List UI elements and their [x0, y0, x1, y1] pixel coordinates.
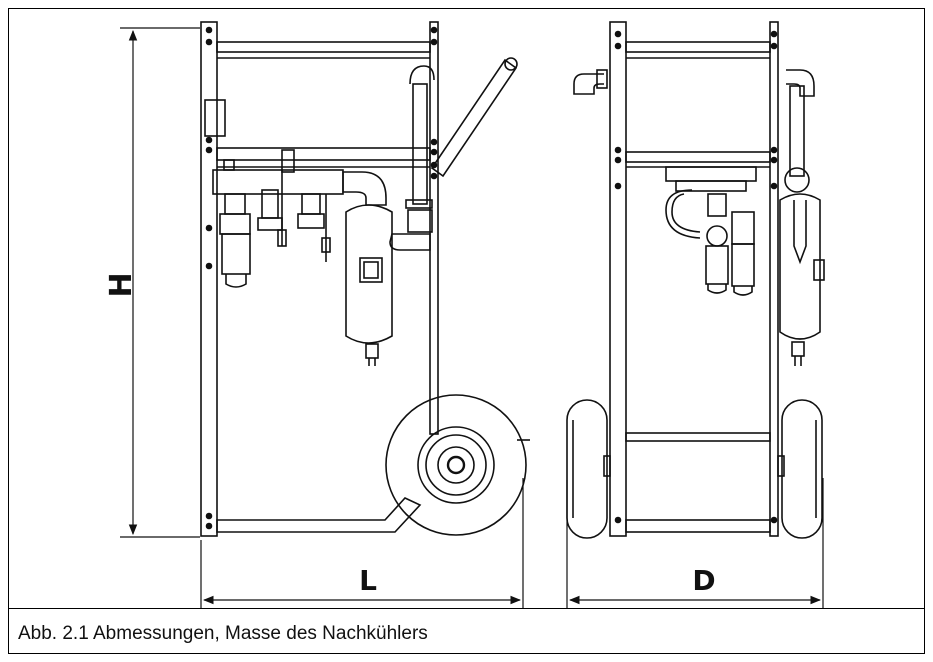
side-view: [200, 21, 530, 537]
receiver-tank: [345, 204, 393, 344]
front-wheel-left: [566, 399, 608, 539]
rivets: [205, 26, 438, 530]
dimension-l-label: L: [359, 564, 377, 597]
figure-caption: Abb. 2.1 Abmessungen, Masse des Nachkühl…: [18, 623, 428, 644]
handle: [430, 58, 518, 178]
dimension-h-label: H: [104, 272, 139, 297]
caption-box: Abb. 2.1 Abmessungen, Masse des Nachkühl…: [8, 608, 925, 654]
dimension-h: [120, 27, 200, 538]
dimension-d-label: D: [692, 564, 715, 597]
front-wheel-right: [781, 399, 823, 539]
side-wheel: [385, 394, 530, 536]
dimension-l: [200, 478, 524, 608]
front-view: [566, 21, 825, 539]
front-rivets: [614, 30, 778, 524]
front-receiver-tank: [779, 193, 821, 340]
